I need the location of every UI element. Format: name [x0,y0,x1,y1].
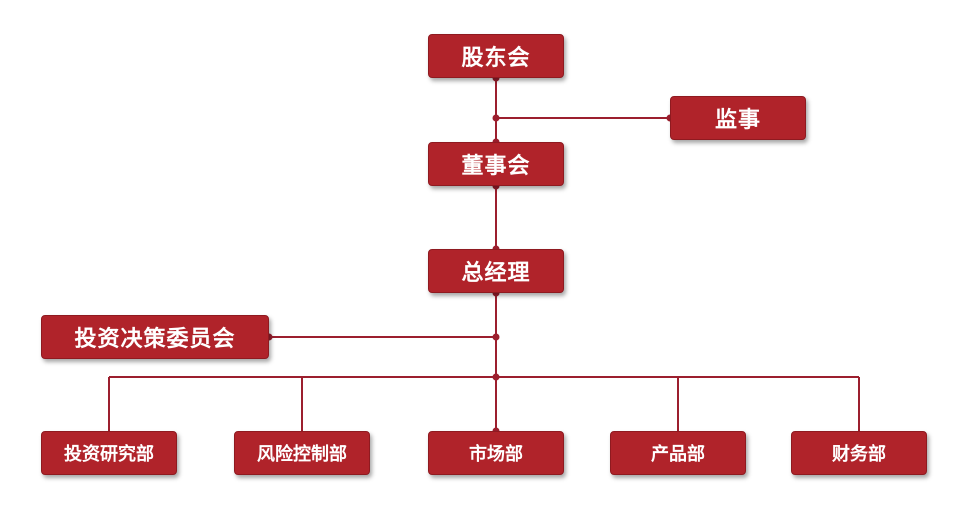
node-label: 投资研究部 [64,444,154,465]
node-department: 投资研究部 [41,431,177,475]
node-label: 产品部 [651,444,705,465]
node-label: 风险控制部 [257,444,347,465]
joint-dot [492,333,500,341]
node-department: 财务部 [791,431,927,475]
joint-dot [492,114,500,122]
node-department: 产品部 [610,431,746,475]
node-department: 风险控制部 [234,431,370,475]
node-label: 市场部 [469,444,523,465]
node-label: 股东会 [461,46,531,71]
node-label: 总经理 [461,261,531,286]
node-general-manager: 总经理 [428,249,564,293]
node-label: 董事会 [461,154,531,179]
node-label: 投资决策委员会 [74,327,236,352]
node-board-of-directors: 董事会 [428,142,564,186]
node-department: 市场部 [428,431,564,475]
node-label: 财务部 [832,444,886,465]
joint-dot [492,373,500,381]
node-shareholders-meeting: 股东会 [428,34,564,78]
node-investment-committee: 投资决策委员会 [41,315,269,359]
node-label: 监事 [714,108,761,133]
node-supervisor: 监事 [670,96,806,140]
